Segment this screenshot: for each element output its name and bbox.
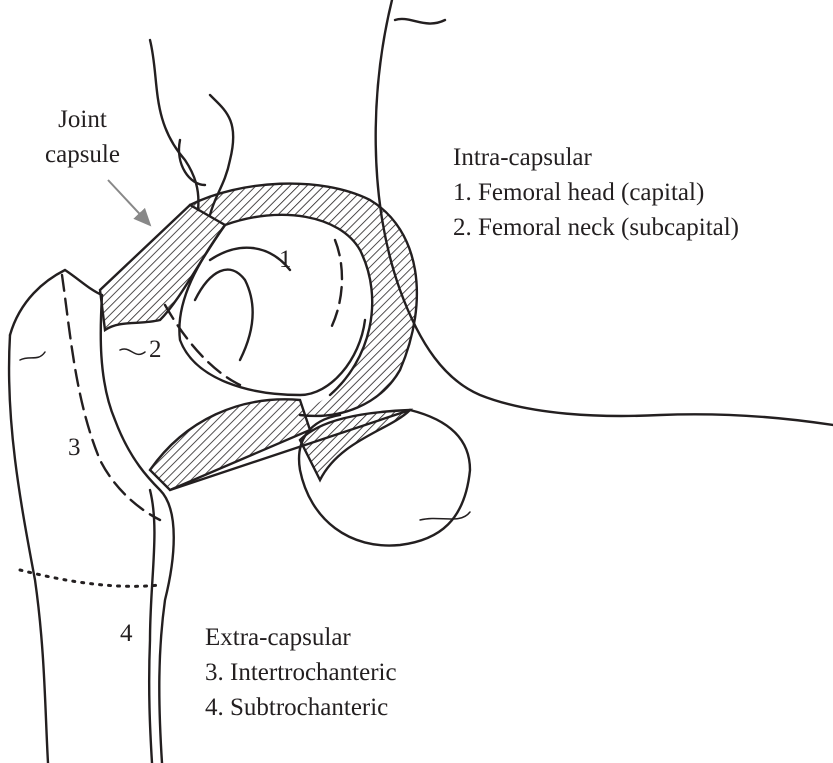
fracture-line-4: [18, 568, 162, 588]
capsule-inner: [223, 213, 374, 397]
fracture-line-2: [163, 303, 242, 387]
region-number-2: 2: [149, 336, 162, 363]
region-number-4: 4: [120, 620, 133, 647]
extra-capsular-legend: Extra-capsular 3. Intertrochanteric 4. S…: [205, 620, 397, 725]
intra-capsular-heading: Intra-capsular: [453, 144, 592, 171]
legend-item-subtrochanteric: 4. Subtrochanteric: [205, 694, 389, 721]
ligament: [148, 38, 200, 212]
legend-item-intertrochanteric: 3. Intertrochanteric: [205, 659, 397, 686]
intra-capsular-legend: Intra-capsular 1. Femoral head (capital)…: [453, 140, 739, 245]
joint-capsule-label-line-2: capsule: [45, 141, 120, 168]
pelvis-outline: [374, 0, 833, 427]
fracture-line-3: [60, 273, 162, 522]
region-number-1: 1: [279, 246, 292, 273]
joint-capsule-label-line-1: Joint: [58, 106, 107, 133]
joint-capsule-label: Joint capsule: [45, 102, 120, 172]
legend-item-femoral-head: 1. Femoral head (capital): [453, 179, 705, 206]
extra-capsular-heading: Extra-capsular: [205, 624, 351, 651]
pelvis-top-hatch: [393, 17, 447, 25]
lesser-trochanter: [297, 408, 472, 547]
joint-capsule-arrow: [107, 179, 152, 227]
legend-item-femoral-neck: 2. Femoral neck (subcapital): [453, 214, 740, 241]
region-number-3: 3: [68, 434, 81, 461]
femur-outline: [8, 268, 175, 763]
fracture-line-1: [328, 238, 344, 332]
femoral-head: [178, 223, 367, 397]
